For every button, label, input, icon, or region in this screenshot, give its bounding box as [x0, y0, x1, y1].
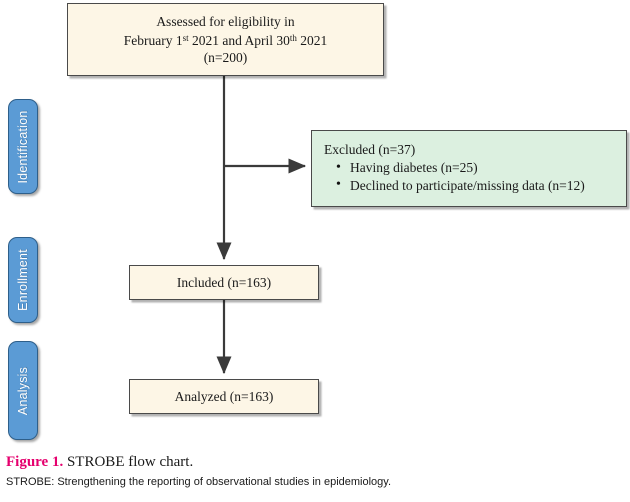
assessed-line-1: Assessed for eligibility in	[156, 13, 295, 29]
excluded-reason-item: • Having diabetes (n=25)	[336, 159, 618, 177]
assessed-date-post: 2021	[296, 33, 328, 49]
excluded-reason-text: Declined to participate/missing data (n=…	[350, 177, 585, 193]
phase-pill-enrollment: Enrollment	[8, 237, 38, 323]
excluded-reason-text: Having diabetes (n=25)	[350, 160, 478, 175]
excluded-reason-item: • Declined to participate/missing data (n…	[336, 177, 618, 195]
phase-label-analysis: Analysis	[16, 366, 30, 415]
assessed-count: (n=200)	[203, 50, 248, 66]
bullet-icon: •	[336, 159, 341, 175]
figure-caption: Figure 1. STROBE flow chart.	[6, 452, 626, 472]
assessed-ordinal-st: st	[182, 32, 189, 43]
figure-title-text: STROBE flow chart.	[63, 454, 194, 470]
assessed-line-2: February 1st 2021 and April 30th 2021	[68, 30, 383, 49]
analyzed-label: Analyzed (n=163)	[174, 389, 274, 404]
phase-label-identification: Identification	[16, 110, 30, 183]
included-label: Included (n=163)	[176, 275, 272, 290]
node-included: Included (n=163)	[129, 265, 319, 300]
phase-label-enrollment: Enrollment	[16, 249, 30, 311]
excluded-reason-list: • Having diabetes (n=25) • Declined to par…	[324, 159, 618, 194]
figure-footnote: STROBE: Strengthening the reporting of o…	[6, 476, 392, 488]
assessed-date-pre: February 1	[123, 33, 183, 49]
node-assessed-for-eligibility: Assessed for eligibility in February 1st…	[67, 3, 384, 76]
figure-caption-block: Figure 1. STROBE flow chart. STROBE: Str…	[6, 452, 626, 489]
bullet-icon: •	[336, 177, 341, 192]
excluded-heading: Excluded (n=37)	[324, 142, 416, 157]
node-analyzed: Analyzed (n=163)	[129, 379, 319, 414]
phase-pill-identification: Identification	[8, 99, 38, 194]
node-excluded: Excluded (n=37) • Having diabetes (n=25) …	[311, 130, 627, 207]
flowchart-diagram: Identification Enrollment Analysis Asses…	[8, 3, 627, 440]
figure-number-label: Figure 1.	[6, 454, 64, 470]
assessed-ordinal-th: th	[289, 32, 297, 43]
assessed-date-mid: 2021 and April 30	[188, 33, 290, 49]
phase-pill-analysis: Analysis	[8, 341, 38, 440]
